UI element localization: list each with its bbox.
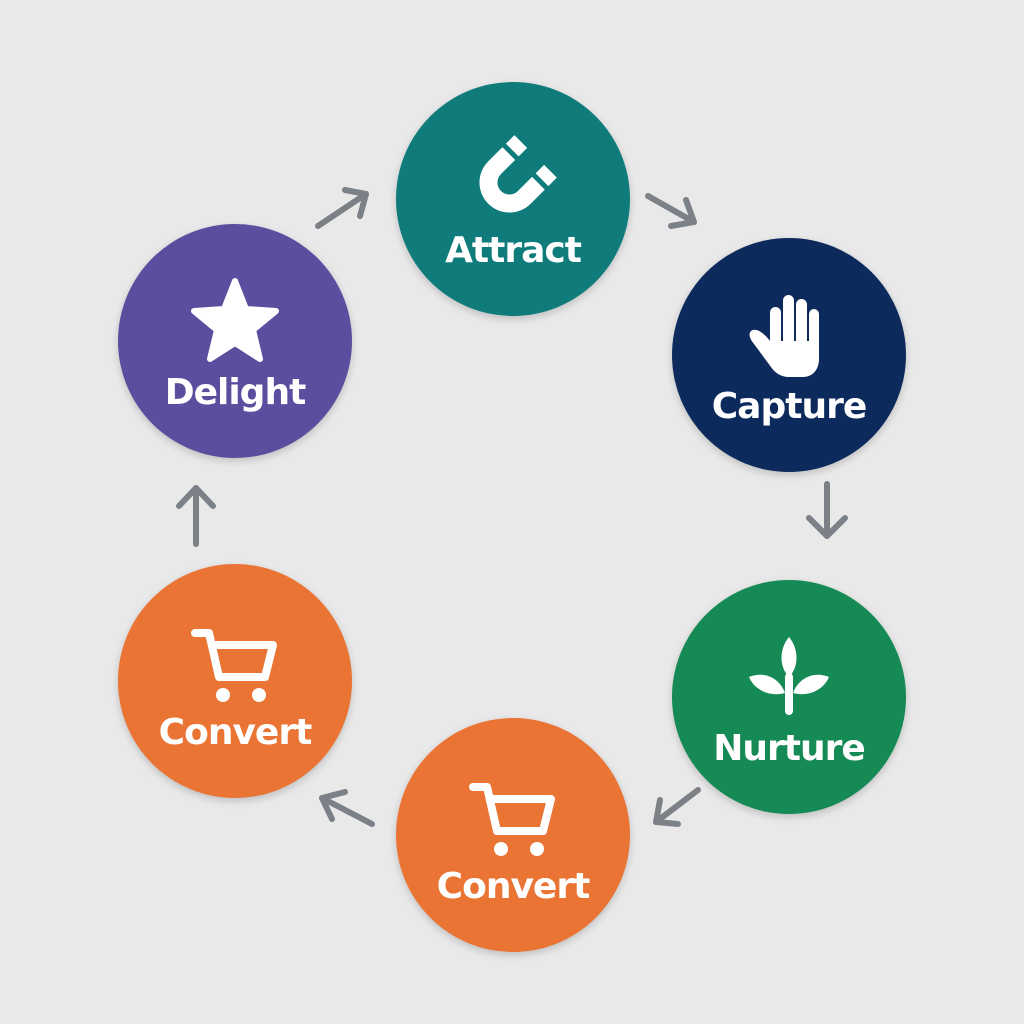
arrow-convert-to-delight bbox=[176, 485, 216, 547]
node-convert-left: Convert bbox=[118, 564, 352, 798]
node-attract: Attract bbox=[396, 82, 630, 316]
magnet-icon bbox=[463, 129, 563, 229]
node-capture: Capture bbox=[672, 238, 906, 472]
node-label-capture: Capture bbox=[711, 386, 867, 427]
arrow-capture-to-nurture bbox=[806, 481, 848, 539]
cart-icon bbox=[185, 611, 285, 711]
node-nurture: Nurture bbox=[672, 580, 906, 814]
node-label-delight: Delight bbox=[164, 372, 307, 413]
hand-icon bbox=[739, 285, 839, 385]
arrow-delight-to-attract bbox=[315, 187, 369, 229]
node-label-nurture: Nurture bbox=[713, 728, 866, 769]
node-label-attract: Attract bbox=[445, 230, 582, 271]
cart-icon bbox=[463, 765, 563, 865]
node-delight: Delight bbox=[118, 224, 352, 458]
node-label-convert-left: Convert bbox=[158, 712, 313, 753]
star-icon bbox=[185, 271, 285, 371]
arrow-convert-to-convert bbox=[319, 789, 375, 827]
node-label-convert-bottom: Convert bbox=[436, 866, 591, 907]
arrow-nurture-to-convert bbox=[653, 787, 701, 827]
node-convert-bottom: Convert bbox=[396, 718, 630, 952]
sprout-icon bbox=[739, 627, 839, 727]
arrow-attract-to-capture bbox=[645, 193, 697, 229]
